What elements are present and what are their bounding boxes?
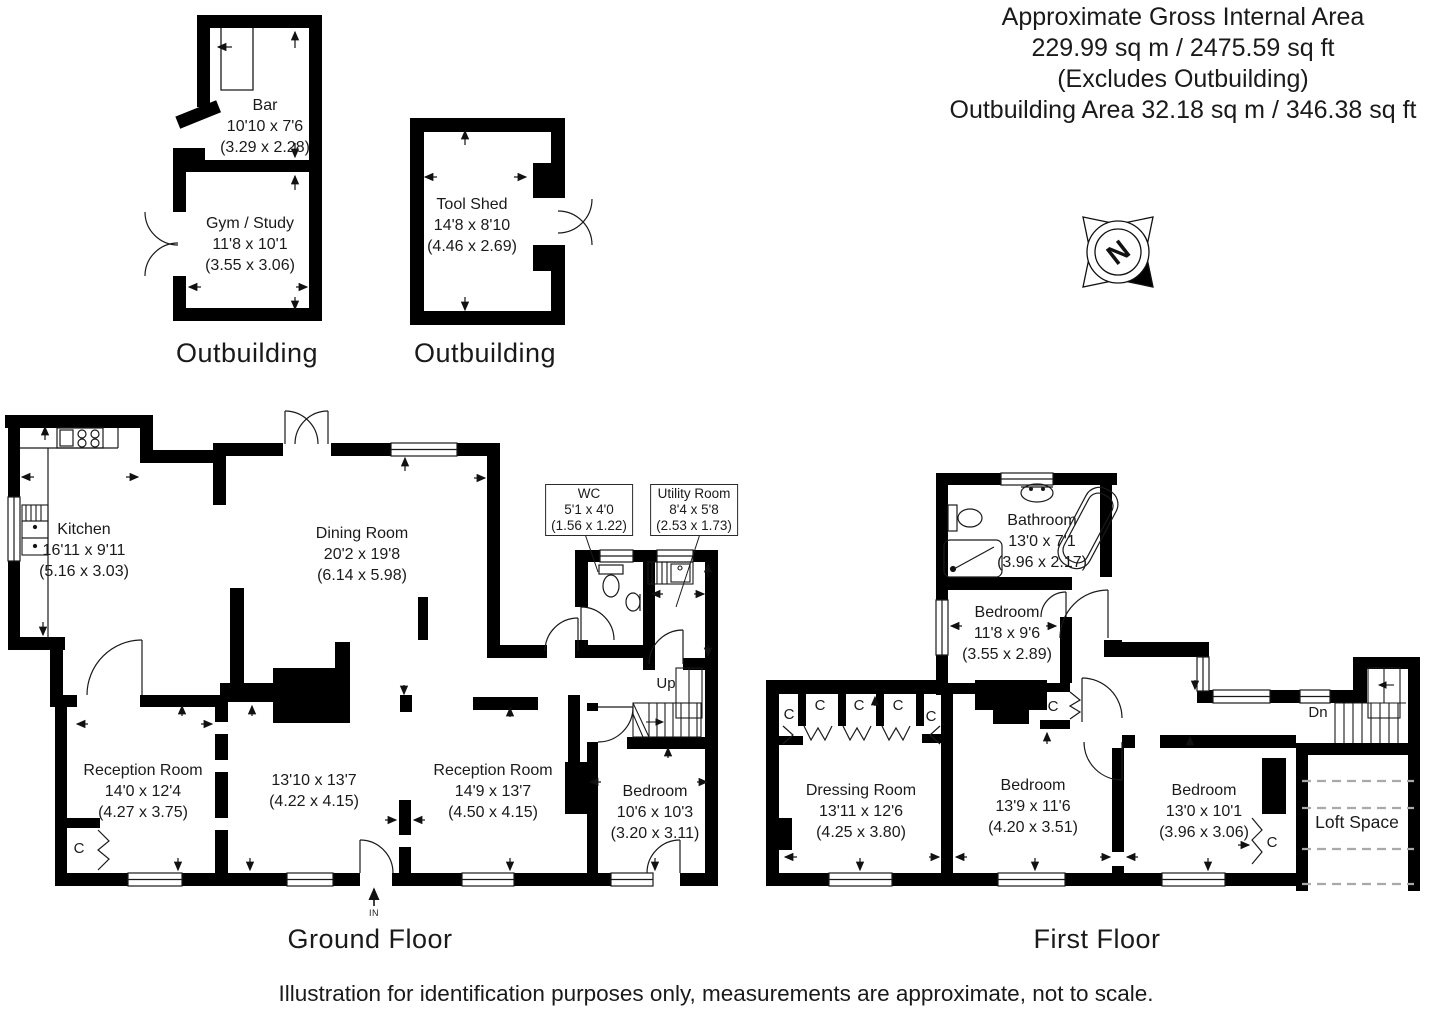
room-label-utility-room: Utility Room 8'4 x 5'8 (2.53 x 1.73) (650, 484, 738, 536)
disclaimer-text: Illustration for identification purposes… (278, 981, 1154, 1006)
ground-floor-walls (5, 415, 718, 886)
room-label-tool-shed: Tool Shed 14'8 x 8'10 (4.46 x 2.69) (427, 196, 517, 255)
closet-label-4: C (892, 697, 904, 714)
first-floor-walls (766, 473, 1420, 891)
room-label-family-room: 13'10 x 13'7 (4.22 x 4.15) (269, 772, 359, 810)
closet-label-ground: C (73, 840, 85, 857)
stairs-up-icon (632, 667, 703, 738)
room-label-bathroom: Bathroom 13'0 x 7'1 (3.96 x 2.17) (997, 512, 1087, 571)
ground-floor-windows (7, 442, 694, 887)
label-leader-lines (584, 533, 701, 608)
tool-shed-doors (557, 198, 593, 246)
stairs-down-icon (1334, 667, 1406, 743)
closet-door-icon (97, 829, 110, 871)
shower-icon (943, 539, 1003, 578)
caption-outbuilding-left: Outbuilding (175, 338, 319, 368)
room-label-gym-study: Gym / Study 11'8 x 10'1 (3.55 x 3.06) (205, 215, 295, 274)
outbuilding-right-plan (410, 118, 565, 325)
utility-sink-icon (647, 561, 694, 585)
closet-door-icon (1251, 817, 1263, 865)
basin-icon (625, 592, 641, 612)
bathroom-sink-icon (1020, 483, 1054, 503)
outbuilding-left-plan (173, 15, 322, 321)
room-label-reception-room-1: Reception Room 14'0 x 12'4 (4.27 x 3.75) (83, 762, 203, 821)
caption-outbuilding-right: Outbuilding (413, 338, 557, 368)
hob-icon (20, 427, 119, 637)
stairs-down-label: Dn (1308, 704, 1328, 721)
kitchen-sink-icon (21, 504, 49, 556)
room-label-kitchen: Kitchen 16'11 x 9'11 (5.16 x 3.03) (39, 521, 129, 580)
toilet-icon (598, 564, 624, 598)
header-line-4: Outbuilding Area 32.18 sq m / 346.38 sq … (949, 96, 1417, 124)
first-floor-doors (782, 589, 1263, 865)
header-line-2: 229.99 sq m / 2475.59 sq ft (1031, 34, 1335, 62)
room-label-bar: Bar 10'10 x 7'6 (3.29 x 2.28) (220, 97, 310, 156)
room-label-bedroom-1: Bedroom 11'8 x 9'6 (3.55 x 2.89) (962, 604, 1052, 663)
closet-label-hall: C (1047, 698, 1059, 715)
dimension-arrows (20, 30, 1251, 872)
loft-space-outline (1302, 779, 1414, 886)
room-label-wc: WC 5'1 x 4'0 (1.56 x 1.22) (545, 484, 633, 536)
caption-ground-floor: Ground Floor (287, 924, 453, 954)
closet-label-1: C (783, 706, 795, 723)
loft-space-label: Loft Space (1311, 812, 1403, 833)
room-label-bedroom-ground: Bedroom 10'6 x 10'3 (3.20 x 3.11) (610, 783, 700, 842)
compass-north-icon: N (1082, 216, 1154, 288)
room-label-reception-room-2: Reception Room 14'9 x 13'7 (4.50 x 4.15) (433, 762, 553, 821)
gross-internal-area-header: Approximate Gross Internal Area 229.99 s… (950, 2, 1417, 126)
header-line-3: (Excludes Outbuilding) (1057, 65, 1309, 93)
toilet-icon (947, 504, 983, 532)
stairs-up-label: Up (656, 675, 676, 692)
bar-counter-icon (220, 28, 254, 91)
outbuilding-left-doors (144, 211, 179, 277)
room-label-dining-room: Dining Room 20'2 x 19'8 (6.14 x 5.98) (315, 525, 409, 584)
header-line-1: Approximate Gross Internal Area (1001, 3, 1365, 31)
room-label-bedroom-2: Bedroom 13'9 x 11'6 (4.20 x 3.51) (988, 777, 1078, 836)
closet-label-bedroom3: C (1266, 834, 1278, 851)
room-label-bedroom-3: Bedroom 13'0 x 10'1 (3.96 x 3.06) (1159, 782, 1249, 841)
caption-first-floor: First Floor (1033, 924, 1161, 954)
closet-label-3: C (853, 697, 865, 714)
closet-label-2: C (814, 697, 826, 714)
closet-door-icon (1068, 691, 1082, 720)
entrance-in-label: IN (369, 908, 379, 918)
first-floor-windows (828, 472, 1331, 887)
room-label-dressing-room: Dressing Room 13'11 x 12'6 (4.25 x 3.80) (805, 782, 917, 841)
bathtub-icon (1057, 486, 1119, 570)
ground-floor-doors (86, 410, 684, 874)
closet-label-5: C (925, 708, 937, 725)
